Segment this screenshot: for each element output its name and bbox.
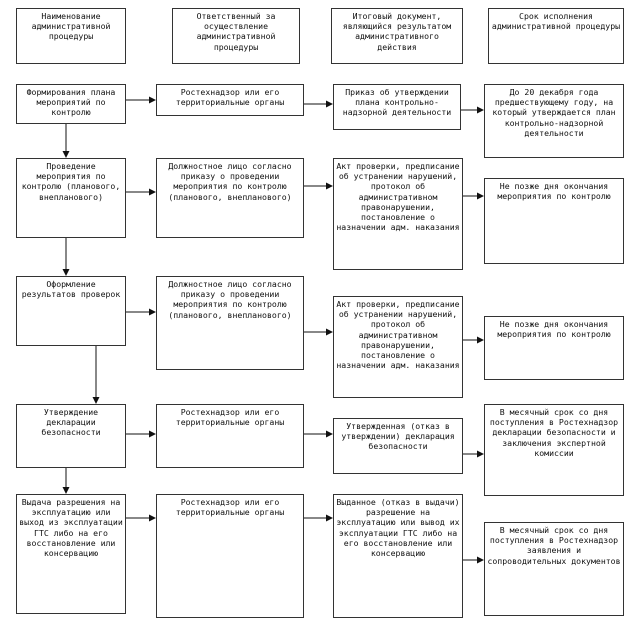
header-procedure: Наименование административной процедуры <box>16 8 126 64</box>
document-box-1: Приказ об утверждении плана контрольно-н… <box>333 84 461 130</box>
arrow-down-4 <box>62 468 70 494</box>
document-box-5: Выданное (отказ в выдачи) разрешение на … <box>333 494 463 618</box>
procedure-box-1: Формирования плана мероприятий по контро… <box>16 84 126 124</box>
deadline-text-1: До 20 декабря года предшествующему году,… <box>492 87 616 138</box>
deadline-box-1: До 20 декабря года предшествующему году,… <box>484 84 624 158</box>
arrow-down-3 <box>92 346 100 404</box>
responsible-text-4: Ростехнадзор или его территориальные орг… <box>175 407 285 428</box>
document-text-2: Акт проверки, предписание об устранении … <box>336 161 460 233</box>
deadline-box-3: Не позже дня окончания мероприятия по ко… <box>484 316 624 380</box>
header-responsible: Ответственный за осуществление администр… <box>172 8 300 64</box>
arrow-down-2 <box>62 238 70 276</box>
arrow-1-document-to-deadline <box>461 106 484 114</box>
responsible-box-1: Ростехнадзор или его территориальные орг… <box>156 84 304 116</box>
header-document: Итоговый документ, являющийся результато… <box>331 8 463 64</box>
responsible-text-3: Должностное лицо согласно приказу о пров… <box>168 279 292 320</box>
arrow-1-procedure-to-responsible <box>126 96 156 104</box>
deadline-text-3: Не позже дня окончания мероприятия по ко… <box>497 319 611 340</box>
document-text-1: Приказ об утверждении плана контрольно-н… <box>342 87 452 118</box>
arrow-5-procedure-to-responsible <box>126 514 156 522</box>
procedure-box-4: Утверждение декларации безопасности <box>16 404 126 468</box>
deadline-text-4: В месячный срок со дня поступления в Рос… <box>489 407 619 458</box>
procedure-box-5: Выдача разрешения на эксплуатацию или вы… <box>16 494 126 614</box>
procedure-text-5: Выдача разрешения на эксплуатацию или вы… <box>19 497 123 559</box>
document-box-2: Акт проверки, предписание об устранении … <box>333 158 463 270</box>
responsible-box-4: Ростехнадзор или его территориальные орг… <box>156 404 304 468</box>
document-text-5: Выданное (отказ в выдачи) разрешение на … <box>336 497 460 559</box>
deadline-text-2: Не позже дня окончания мероприятия по ко… <box>497 181 611 202</box>
header-deadline: Срок исполнения административной процеду… <box>488 8 624 64</box>
deadline-box-4: В месячный срок со дня поступления в Рос… <box>484 404 624 496</box>
header-responsible-label: Ответственный за осуществление администр… <box>196 11 276 52</box>
responsible-box-2: Должностное лицо согласно приказу о пров… <box>156 158 304 238</box>
arrow-4-document-to-deadline <box>463 450 484 458</box>
responsible-text-1: Ростехнадзор или его территориальные орг… <box>175 87 285 108</box>
header-procedure-label: Наименование административной процедуры <box>31 11 111 42</box>
responsible-box-3: Должностное лицо согласно приказу о пров… <box>156 276 304 370</box>
document-text-3: Акт проверки, предписание об устранении … <box>336 299 460 371</box>
arrow-3-document-to-deadline <box>463 336 484 344</box>
document-box-3: Акт проверки, предписание об устранении … <box>333 296 463 398</box>
procedure-text-1: Формирования плана мероприятий по контро… <box>26 87 116 118</box>
deadline-box-5: В месячный срок со дня поступления в Рос… <box>484 522 624 616</box>
procedure-text-4: Утверждение декларации безопасности <box>41 407 101 438</box>
procedure-text-2: Проведение мероприятия по контролю (план… <box>21 161 121 202</box>
arrow-2-responsible-to-document <box>304 182 333 190</box>
procedure-text-3: Оформление результатов проверок <box>21 279 121 300</box>
document-text-4: Утвержденная (отказ в утверждении) декла… <box>341 421 455 452</box>
arrow-3-procedure-to-responsible <box>126 308 156 316</box>
arrow-4-procedure-to-responsible <box>126 430 156 438</box>
header-deadline-label: Срок исполнения административной процеду… <box>491 11 621 32</box>
arrow-5-document-to-deadline <box>463 556 484 564</box>
responsible-text-5: Ростехнадзор или его территориальные орг… <box>175 497 285 518</box>
deadline-text-5: В месячный срок со дня поступления в Рос… <box>487 525 621 566</box>
arrow-2-procedure-to-responsible <box>126 188 156 196</box>
procedure-box-3: Оформление результатов проверок <box>16 276 126 346</box>
document-box-4: Утвержденная (отказ в утверждении) декла… <box>333 418 463 474</box>
arrow-down-1 <box>62 124 70 158</box>
header-document-label: Итоговый документ, являющийся результато… <box>342 11 452 52</box>
arrow-3-responsible-to-document <box>304 328 333 336</box>
arrow-4-responsible-to-document <box>304 430 333 438</box>
deadline-box-2: Не позже дня окончания мероприятия по ко… <box>484 178 624 264</box>
arrow-5-responsible-to-document <box>304 514 333 522</box>
responsible-text-2: Должностное лицо согласно приказу о пров… <box>168 161 292 202</box>
responsible-box-5: Ростехнадзор или его территориальные орг… <box>156 494 304 618</box>
procedure-box-2: Проведение мероприятия по контролю (план… <box>16 158 126 238</box>
arrow-2-document-to-deadline <box>463 192 484 200</box>
arrow-1-responsible-to-document <box>304 100 333 108</box>
